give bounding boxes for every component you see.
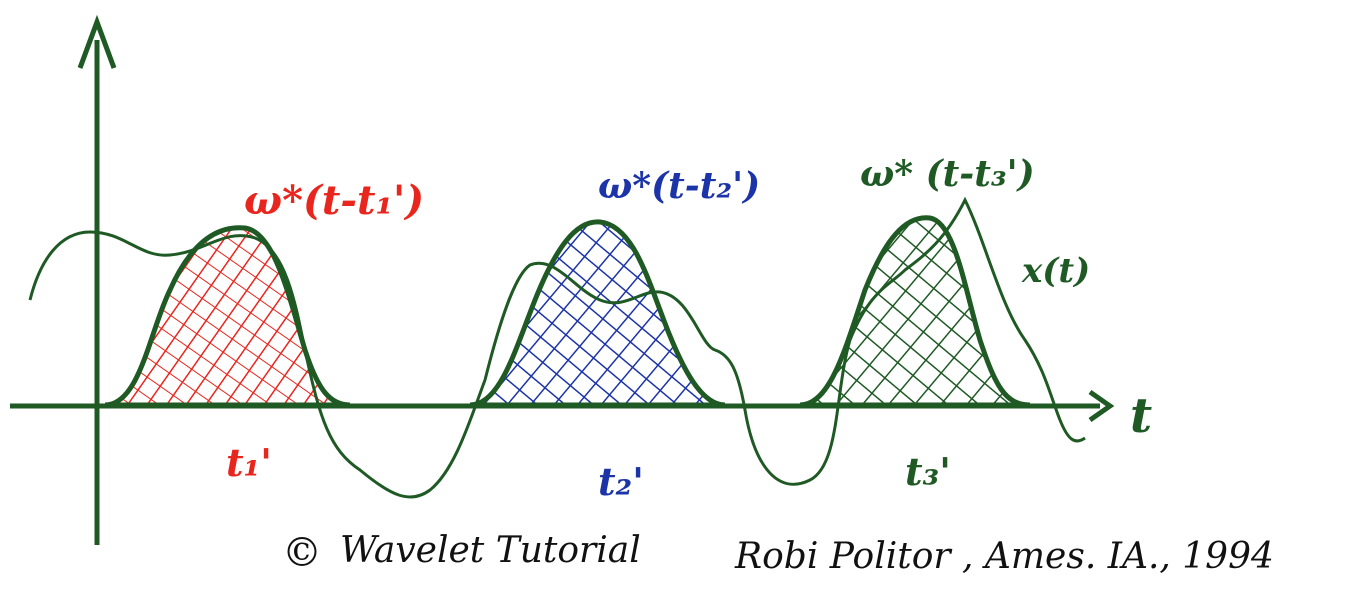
tick-label-3: t₃' (905, 449, 951, 494)
window-2-area (469, 219, 726, 408)
window-1-area (104, 225, 351, 408)
window-3-label: ω* (t-t₃') (860, 153, 1035, 195)
window-1-label: ω*(t-t₁') (244, 177, 424, 224)
credit-title: Wavelet Tutorial (340, 530, 641, 571)
tick-label-2: t₂' (598, 459, 644, 504)
copyright-symbol: © (282, 530, 322, 576)
credit-author: Robi Politor , Ames. IA., 1994 (734, 536, 1274, 577)
signal-curve (28, 196, 1086, 499)
time-axis-arrow-icon (1088, 389, 1115, 423)
tick-label-1: t₁' (226, 440, 272, 485)
window-2-label: ω*(t-t₂') (598, 165, 760, 207)
vertical-axis-arrow-icon (77, 14, 117, 69)
time-axis-label: t (1130, 388, 1152, 444)
window-3-area (799, 215, 1031, 408)
signal-label: x(t) (1021, 251, 1090, 291)
